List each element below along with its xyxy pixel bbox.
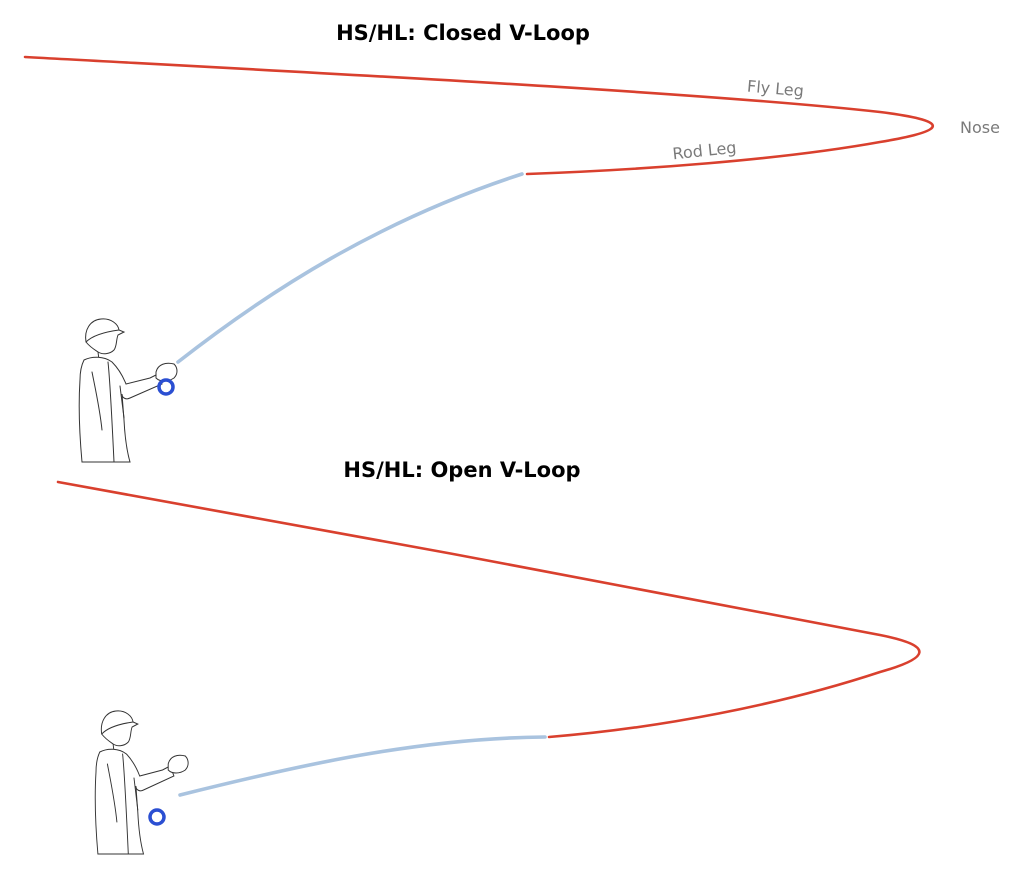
open-loop-title: HS/HL: Open V-Loop [343, 458, 580, 482]
closed-loop-fly-line [23, 55, 935, 176]
closed-loop-rod [176, 172, 524, 364]
nose-label: Nose [960, 118, 1000, 137]
open-v-loop-diagram: HS/HL: Open V-Loop [56, 458, 921, 855]
fly-leg-label: Fly Leg [746, 77, 804, 101]
open-loop-rod [178, 735, 547, 797]
rod-leg-label: Rod Leg [672, 138, 738, 164]
caster-figure [94, 710, 189, 855]
caster-figure [78, 318, 178, 463]
reel-icon [157, 378, 175, 396]
closed-v-loop-diagram: HS/HL: Closed V-Loop Fly Leg Rod Leg Nos… [23, 21, 1000, 463]
closed-loop-title: HS/HL: Closed V-Loop [336, 21, 590, 45]
reel-icon [148, 808, 166, 826]
open-loop-fly-line [56, 480, 921, 739]
